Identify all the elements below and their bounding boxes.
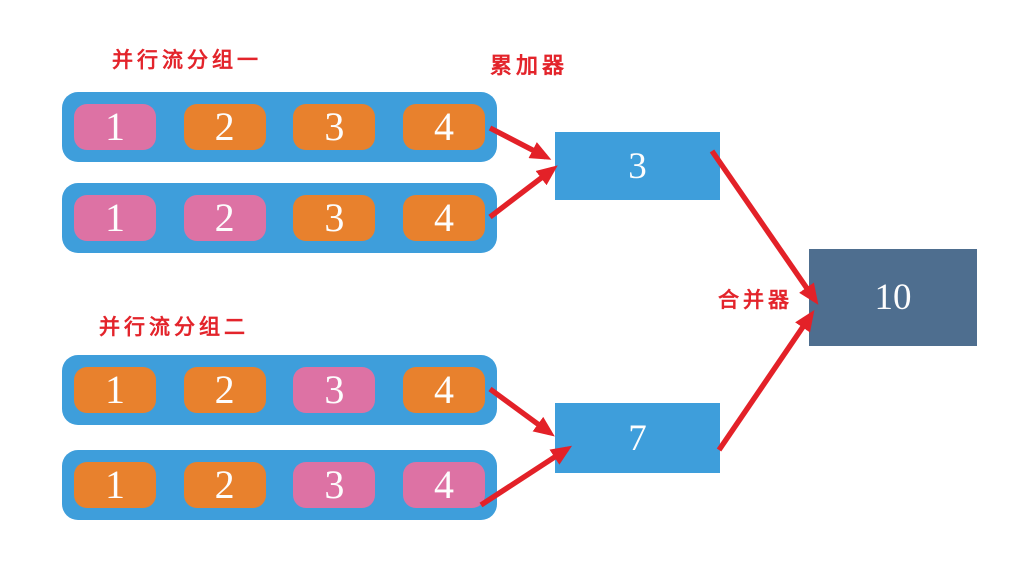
- arrow-stream3-to-accumulator2: [488, 386, 555, 437]
- combiner-value: 10: [874, 277, 912, 318]
- accumulator-box-1: 3: [555, 132, 720, 200]
- stream-cell: 2: [183, 195, 266, 241]
- arrow-accumulator1-to-combiner: [709, 149, 819, 305]
- group1-label: 并行流分组一: [112, 48, 262, 72]
- stream-cell: 3: [293, 104, 376, 150]
- stream-cell: 3: [293, 195, 376, 241]
- stream-cell: 1: [74, 195, 156, 241]
- arrow-accumulator2-to-combiner: [716, 310, 815, 452]
- stream-cell: 1: [74, 104, 156, 150]
- stream-row-group1-2: 1 2 3 4: [62, 183, 497, 253]
- arrow-stream1-to-accumulator1: [488, 125, 552, 160]
- accumulator-2-value: 7: [628, 417, 647, 459]
- accumulator-1-value: 3: [628, 145, 647, 187]
- stream-cell: 3: [293, 462, 376, 508]
- stream-row-group1-1: 1 2 3 4: [62, 92, 497, 162]
- arrow-stream2-to-accumulator1: [488, 165, 558, 220]
- stream-cell: 2: [183, 367, 266, 413]
- stream-cell: 4: [402, 104, 485, 150]
- stream-cell: 2: [183, 104, 266, 150]
- group2-label: 并行流分组二: [99, 315, 249, 339]
- stream-cell: 2: [183, 462, 266, 508]
- stream-cell: 1: [74, 462, 156, 508]
- combiner-box: 10: [809, 249, 977, 346]
- combiner-label: 合并器: [718, 288, 793, 312]
- accumulator-box-2: 7: [555, 403, 720, 473]
- stream-row-group2-2: 1 2 3 4: [62, 450, 497, 520]
- accumulator-label: 累加器: [490, 53, 569, 78]
- stream-cell: 1: [74, 367, 156, 413]
- stream-cell: 3: [293, 367, 376, 413]
- stream-cell: 4: [402, 367, 485, 413]
- stream-cell: 4: [402, 195, 485, 241]
- stream-row-group2-1: 1 2 3 4: [62, 355, 497, 425]
- stream-cell: 4: [402, 462, 485, 508]
